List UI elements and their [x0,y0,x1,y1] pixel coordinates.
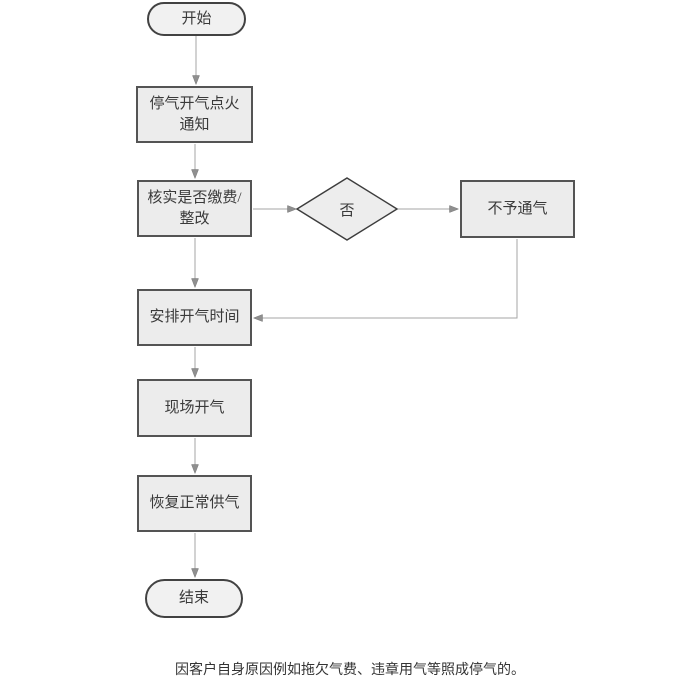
node-restore-normal-supply: 恢复正常供气 [137,475,252,532]
node-verify-payment-rectification: 核实是否缴费/ 整改 [137,180,252,237]
node-decision-no: 否 [296,177,398,241]
node-schedule-gas-opening-time: 安排开气时间 [137,289,252,346]
node-end-label: 结束 [178,590,209,606]
node-start-terminator: 开始 [147,2,246,36]
node-restore-label: 恢复正常供气 [149,495,240,511]
node-notice-label: 停气开气点火 通知 [149,95,240,133]
node-refuse-label: 不予通气 [487,200,548,217]
footer-note: 因客户自身原因例如拖欠气费、违章用气等照成停气的。 [175,663,525,678]
node-start-label: 开始 [181,10,212,27]
node-end-terminator: 结束 [145,579,243,618]
node-decision-label: 否 [339,202,355,219]
edge-refuse-to-schedule [254,239,518,318]
node-onsite-label: 现场开气 [164,399,225,416]
node-schedule-label: 安排开气时间 [149,309,240,325]
node-refuse-gas-supply: 不予通气 [460,180,575,238]
node-onsite-gas-opening: 现场开气 [137,379,252,437]
node-stop-start-ignition-notice: 停气开气点火 通知 [136,86,253,143]
decision-diamond-shape [296,177,398,241]
node-verify-label: 核实是否缴费/ 整改 [147,189,242,227]
